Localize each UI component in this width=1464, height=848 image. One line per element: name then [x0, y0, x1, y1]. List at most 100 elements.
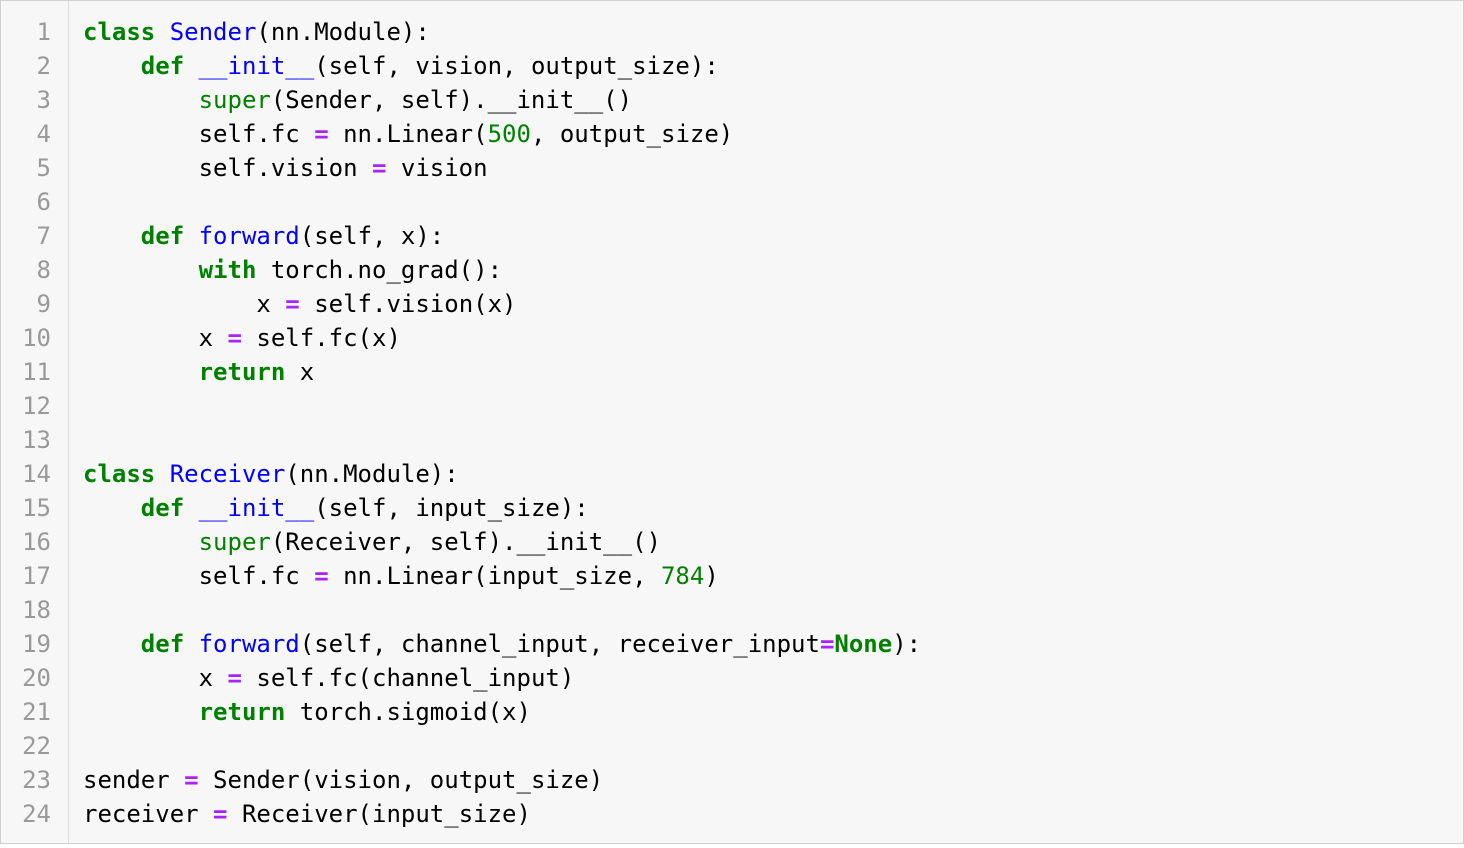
code-token-plain: torch.sigmoid(x) — [285, 698, 531, 726]
code-token-op: = — [285, 290, 300, 318]
code-token-plain: (self, vision, output_size): — [314, 52, 719, 80]
code-token-kw: class — [83, 460, 156, 488]
line-number: 15 — [22, 494, 51, 522]
code-token-plain — [155, 460, 169, 488]
line-number: 11 — [22, 358, 51, 386]
line-number: 13 — [22, 426, 51, 454]
code-line[interactable]: x = self.vision(x) — [83, 287, 1463, 321]
code-token-plain: self.fc(channel_input) — [241, 664, 575, 692]
code-line[interactable] — [83, 729, 1463, 763]
code-token-op: = — [213, 800, 228, 828]
code-token-plain: x — [83, 664, 228, 692]
code-token-def: forward — [198, 222, 300, 250]
line-number: 23 — [22, 766, 51, 794]
code-line[interactable]: class Sender(nn.Module): — [83, 15, 1463, 49]
code-token-op: = — [314, 120, 329, 148]
code-token-op: = — [819, 630, 835, 658]
code-token-plain: self.vision — [83, 154, 372, 182]
code-token-plain — [184, 52, 198, 80]
code-token-plain — [184, 494, 198, 522]
code-token-plain: (Sender, self).__init__() — [270, 86, 633, 114]
line-number: 24 — [22, 800, 51, 828]
code-token-bi: super — [198, 528, 271, 556]
code-token-plain: x — [285, 358, 315, 386]
code-line[interactable]: self.fc = nn.Linear(500, output_size) — [83, 117, 1463, 151]
code-line[interactable]: x = self.fc(x) — [83, 321, 1463, 355]
code-token-plain: , output_size) — [530, 120, 734, 148]
code-token-plain — [155, 18, 169, 46]
code-line[interactable]: super(Receiver, self).__init__() — [83, 525, 1463, 559]
code-token-kw: None — [834, 630, 893, 658]
line-number: 22 — [22, 732, 51, 760]
code-line[interactable]: def forward(self, x): — [83, 219, 1463, 253]
code-line[interactable] — [83, 185, 1463, 219]
line-number: 2 — [36, 52, 51, 80]
code-token-plain — [83, 86, 199, 114]
code-token-op: = — [371, 154, 387, 182]
code-line[interactable]: def forward(self, channel_input, receive… — [83, 627, 1463, 661]
code-token-def: Sender — [169, 18, 257, 46]
code-line[interactable]: return torch.sigmoid(x) — [83, 695, 1463, 729]
code-token-plain: self.vision(x) — [299, 290, 517, 318]
code-line[interactable]: def __init__(self, vision, output_size): — [83, 49, 1463, 83]
code-line[interactable]: self.fc = nn.Linear(input_size, 784) — [83, 559, 1463, 593]
line-number: 18 — [22, 596, 51, 624]
line-number: 8 — [36, 256, 51, 284]
line-number: 17 — [22, 562, 51, 590]
line-number: 10 — [22, 324, 51, 352]
code-token-kw: class — [83, 18, 156, 46]
code-line[interactable] — [83, 389, 1463, 423]
code-token-plain — [83, 222, 141, 250]
code-token-plain: self.fc — [83, 120, 315, 148]
code-token-plain: Sender(vision, output_size) — [198, 766, 604, 794]
code-token-def: Receiver — [169, 460, 286, 488]
code-token-plain — [83, 698, 199, 726]
code-token-kw: def — [140, 222, 185, 250]
code-token-kw: def — [140, 52, 185, 80]
code-line[interactable]: with torch.no_grad(): — [83, 253, 1463, 287]
code-line[interactable] — [83, 423, 1463, 457]
code-token-plain: torch.no_grad(): — [256, 256, 503, 284]
code-token-plain — [184, 222, 198, 250]
code-line[interactable]: super(Sender, self).__init__() — [83, 83, 1463, 117]
code-token-plain: (self, channel_input, receiver_input — [299, 630, 820, 658]
code-line[interactable]: x = self.fc(channel_input) — [83, 661, 1463, 695]
code-token-plain: sender — [83, 766, 185, 794]
code-line[interactable] — [83, 593, 1463, 627]
code-token-op: = — [314, 562, 329, 590]
code-token-plain: ): — [892, 630, 922, 658]
line-number: 14 — [22, 460, 51, 488]
code-token-num: 500 — [487, 120, 531, 148]
code-token-plain — [83, 256, 199, 284]
code-token-plain: self.fc — [83, 562, 315, 590]
code-line[interactable]: receiver = Receiver(input_size) — [83, 797, 1463, 831]
line-number: 3 — [36, 86, 51, 114]
code-token-op: = — [227, 324, 242, 352]
code-token-num: 784 — [660, 562, 705, 590]
code-area[interactable]: class Sender(nn.Module): def __init__(se… — [69, 1, 1463, 843]
code-token-plain: receiver — [83, 800, 214, 828]
code-token-plain — [83, 528, 199, 556]
code-token-plain — [83, 630, 141, 658]
code-line[interactable]: def __init__(self, input_size): — [83, 491, 1463, 525]
code-line[interactable]: return x — [83, 355, 1463, 389]
code-line[interactable]: class Receiver(nn.Module): — [83, 457, 1463, 491]
code-token-plain: self.fc(x) — [241, 324, 401, 352]
code-line[interactable]: self.vision = vision — [83, 151, 1463, 185]
code-token-plain: ) — [704, 562, 719, 590]
code-token-plain: (nn.Module): — [256, 18, 430, 46]
code-token-plain: nn.Linear( — [328, 120, 488, 148]
code-token-kw: with — [198, 256, 257, 284]
code-token-plain: nn.Linear(input_size, — [328, 562, 661, 590]
code-token-plain: vision — [386, 154, 488, 182]
line-number: 21 — [22, 698, 51, 726]
code-token-op: = — [184, 766, 199, 794]
code-token-def: __init__ — [198, 52, 315, 80]
line-number: 9 — [36, 290, 51, 318]
code-token-plain: (self, x): — [299, 222, 445, 250]
code-token-kw: return — [198, 358, 286, 386]
code-line[interactable]: sender = Sender(vision, output_size) — [83, 763, 1463, 797]
code-token-plain: x — [83, 290, 286, 318]
